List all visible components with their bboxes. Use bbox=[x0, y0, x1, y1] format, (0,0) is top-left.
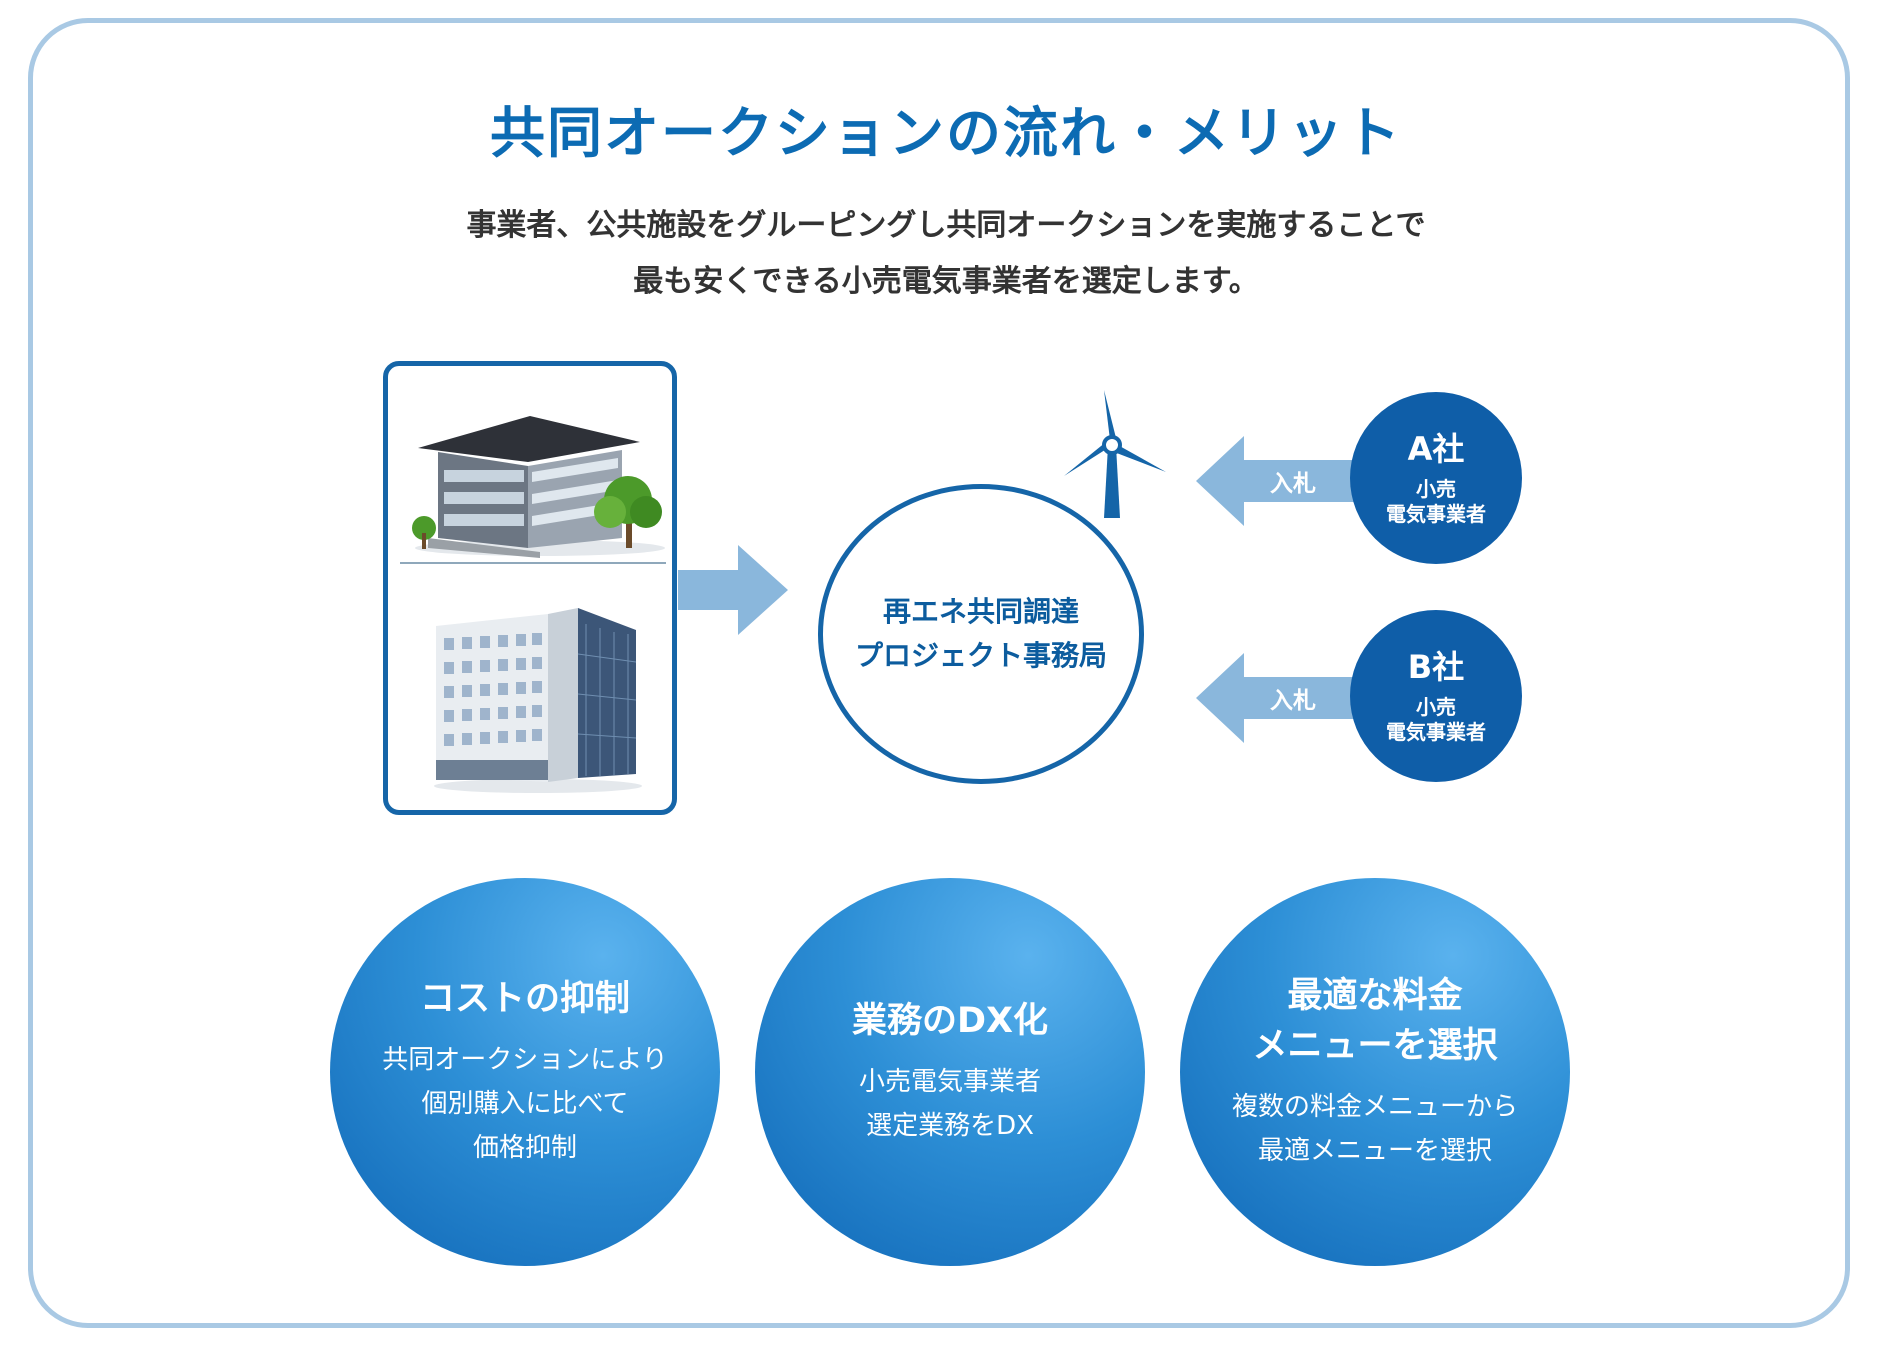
participants-box bbox=[383, 361, 677, 815]
company-b-circle: B社 小売 電気事業者 bbox=[1350, 610, 1522, 782]
company-b-name: B社 bbox=[1407, 648, 1465, 686]
office-tower-icon bbox=[434, 608, 642, 793]
subtitle-line-2: 最も安くできる小売電気事業者を選定します。 bbox=[633, 264, 1259, 299]
page-title: 共同オークションの流れ・メリット bbox=[489, 101, 1402, 165]
project-office-circle: 再エネ共同調達 プロジェクト事務局 bbox=[818, 484, 1144, 784]
benefit-desc-line: 最適メニューを選択 bbox=[1257, 1136, 1492, 1166]
arrow-left-icon bbox=[1196, 436, 1366, 526]
benefit-cost-reduction: コストの抑制 共同オークションにより 個別購入に比べて 価格抑制 bbox=[330, 878, 720, 1266]
benefit-optimal-menu: 最適な料金 メニューを選択 複数の料金メニューから 最適メニューを選択 bbox=[1180, 878, 1570, 1266]
benefit-desc-line: 価格抑制 bbox=[472, 1133, 577, 1163]
company-a-circle: A社 小売 電気事業者 bbox=[1350, 392, 1522, 564]
benefit-dx: 業務のDX化 小売電気事業者 選定業務をDX bbox=[755, 878, 1145, 1266]
company-b-desc-1: 小売 bbox=[1416, 695, 1456, 719]
project-office-line-2: プロジェクト事務局 bbox=[854, 639, 1107, 672]
wind-turbine-icon bbox=[1064, 390, 1166, 518]
company-b-desc-2: 電気事業者 bbox=[1386, 720, 1486, 744]
project-office-line-1: 再エネ共同調達 bbox=[882, 595, 1079, 628]
subtitle-line-1: 事業者、公共施設をグルーピングし共同オークションを実施することで bbox=[466, 208, 1426, 243]
box-divider bbox=[400, 562, 666, 564]
office-building-icon bbox=[412, 416, 665, 558]
company-a-desc-2: 電気事業者 bbox=[1386, 502, 1486, 526]
benefit-desc-line: 複数の料金メニューから bbox=[1231, 1092, 1518, 1122]
benefit-title-line: 業務のDX化 bbox=[851, 1001, 1049, 1041]
company-a-name: A社 bbox=[1407, 430, 1465, 468]
benefit-desc: 複数の料金メニューから 最適メニューを選択 bbox=[1232, 1085, 1518, 1173]
benefit-title: 最適な料金 メニューを選択 bbox=[1252, 971, 1497, 1071]
benefit-title-line: 最適な料金 bbox=[1287, 976, 1463, 1016]
benefit-desc-line: 個別購入に比べて bbox=[421, 1089, 629, 1119]
arrow-left-icon bbox=[1196, 653, 1366, 743]
benefit-desc: 共同オークションにより 個別購入に比べて 価格抑制 bbox=[382, 1038, 667, 1170]
benefit-desc-line: 選定業務をDX bbox=[866, 1111, 1034, 1141]
benefit-title: コストの抑制 bbox=[420, 974, 630, 1024]
arrow-right-icon bbox=[678, 545, 788, 635]
benefit-title-line: コストの抑制 bbox=[419, 979, 630, 1019]
bid-label-a: 入札 bbox=[1270, 471, 1316, 497]
benefit-title: 業務のDX化 bbox=[852, 996, 1048, 1046]
bid-label-b: 入札 bbox=[1270, 688, 1316, 714]
benefit-desc: 小売電気事業者 選定業務をDX bbox=[859, 1060, 1041, 1148]
benefit-title-line: メニューを選択 bbox=[1252, 1026, 1498, 1066]
company-a-desc-1: 小売 bbox=[1416, 477, 1456, 501]
page-subtitle: 事業者、公共施設をグルーピングし共同オークションを実施することで 最も安くできる… bbox=[0, 198, 1892, 310]
benefit-desc-line: 共同オークションにより bbox=[382, 1045, 668, 1075]
benefit-desc-line: 小売電気事業者 bbox=[858, 1067, 1041, 1097]
